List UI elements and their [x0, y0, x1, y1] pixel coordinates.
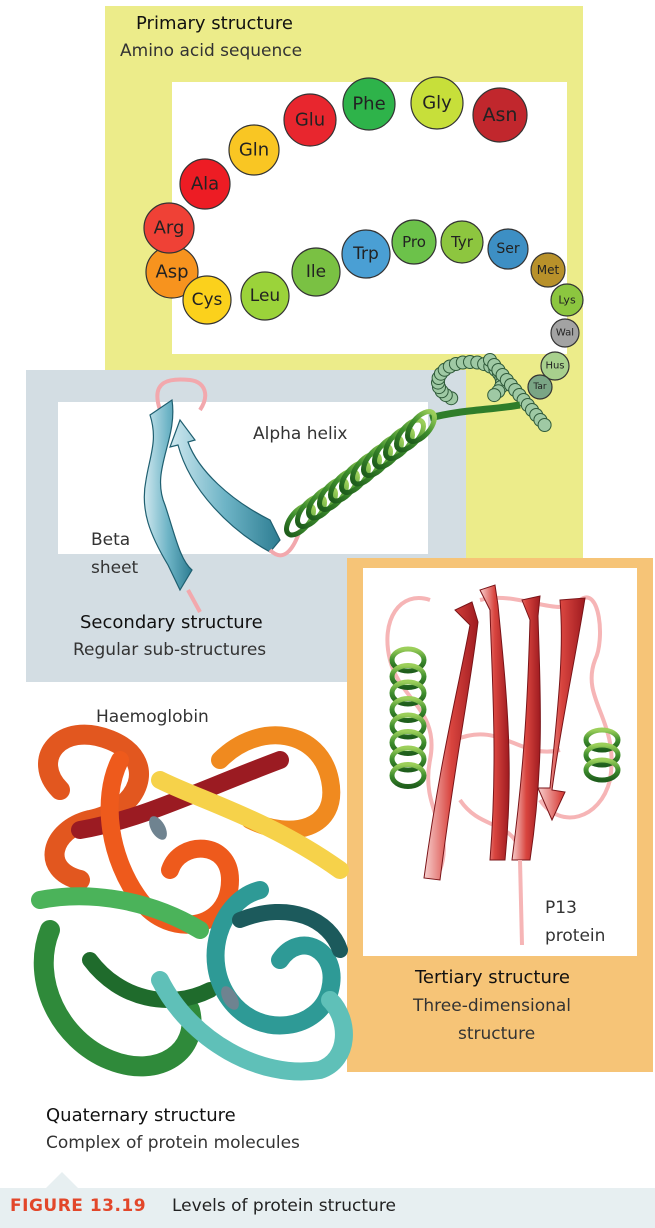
- tertiary-structure-subtitle-line2: structure: [458, 1024, 536, 1044]
- figure-number: FIGURE 13.19: [10, 1196, 147, 1216]
- residue-label-gln: Gln: [239, 140, 269, 161]
- quaternary-structure-subtitle: Complex of protein molecules: [46, 1133, 300, 1153]
- residue-trp: [341, 229, 391, 279]
- caption-notch: [46, 1172, 78, 1188]
- helix-turn: [389, 646, 427, 674]
- residue-label-wal: Wal: [556, 328, 574, 339]
- residue-label-pro: Pro: [402, 233, 426, 251]
- p13-helix-right: [583, 727, 621, 783]
- residue-label-cys: Cys: [192, 290, 223, 310]
- residue-wal: [550, 318, 580, 348]
- residue-label-tyr: Tyr: [450, 233, 474, 251]
- residue-tar: [527, 374, 553, 400]
- residue-label-hus: Hus: [545, 361, 564, 372]
- bead: [537, 418, 552, 432]
- residue-met: [530, 252, 566, 288]
- residue-label-glu: Glu: [295, 110, 325, 131]
- haemoglobin-ribbons: [31, 724, 353, 1081]
- residue-ile: [291, 247, 341, 297]
- residue-label-tar: Tar: [532, 382, 547, 392]
- quaternary-structure-title: Quaternary structure: [46, 1105, 236, 1126]
- helix-turn: [389, 712, 427, 740]
- residue-phe: [342, 77, 396, 131]
- haemoglobin-label: Haemoglobin: [96, 707, 209, 727]
- helix-turn: [583, 727, 621, 753]
- residue-pro: [391, 219, 437, 265]
- residue-glu: [283, 93, 337, 147]
- p13-label-line1: P13: [545, 898, 577, 918]
- residue-label-asn: Asn: [483, 104, 518, 126]
- residue-label-ile: Ile: [306, 262, 326, 282]
- alpha-helix-label: Alpha helix: [253, 424, 348, 444]
- residue-lys: [550, 283, 584, 317]
- residue-gly: [410, 76, 464, 130]
- helix-turn: [389, 729, 427, 756]
- residue-label-lys: Lys: [558, 294, 576, 307]
- helix-turn: [583, 757, 621, 783]
- helix-turn: [389, 762, 427, 789]
- p13-label-line2: protein: [545, 926, 606, 946]
- residue-gln: [228, 124, 280, 176]
- primary-structure-subtitle: Amino acid sequence: [120, 41, 303, 61]
- residue-label-met: Met: [537, 263, 560, 277]
- bead-chain: [431, 353, 552, 432]
- residue-asn: [472, 87, 528, 143]
- beta-sheet-label-line1: Beta: [91, 530, 131, 550]
- residue-hus: [540, 351, 570, 381]
- p13-helix-left: [389, 646, 427, 789]
- secondary-structure-title: Secondary structure: [80, 612, 263, 633]
- tertiary-structure-title: Tertiary structure: [415, 967, 570, 988]
- residue-label-trp: Trp: [352, 244, 379, 264]
- residue-tyr: [440, 220, 484, 264]
- helix-turn: [583, 742, 621, 768]
- bead: [487, 388, 502, 403]
- helix-turn: [389, 696, 427, 723]
- primary-structure-title: Primary structure: [136, 13, 293, 34]
- residue-label-ser: Ser: [496, 241, 520, 257]
- residue-label-leu: Leu: [250, 286, 280, 306]
- beta-sheet-label-line2: sheet: [91, 558, 139, 578]
- residue-cys: [182, 275, 232, 325]
- beta-sheet: [143, 377, 281, 613]
- residue-label-asp: Asp: [155, 262, 188, 283]
- residue-ser: [487, 228, 529, 270]
- residue-arg: [143, 202, 195, 254]
- secondary-structure-subtitle: Regular sub-structures: [73, 640, 267, 660]
- figure-caption-text: Levels of protein structure: [172, 1196, 396, 1216]
- p13-protein-ribbon: [385, 584, 621, 946]
- residue-leu: [240, 271, 290, 321]
- residue-label-phe: Phe: [352, 94, 385, 115]
- residue-ala: [179, 158, 231, 210]
- residue-label-arg: Arg: [154, 218, 185, 239]
- helix-turn: [389, 679, 427, 707]
- helix-turn: [389, 745, 427, 773]
- helix-turn: [389, 663, 427, 690]
- helix-turn: [405, 409, 437, 444]
- residue-label-ala: Ala: [191, 174, 219, 195]
- residue-label-gly: Gly: [422, 93, 452, 114]
- alpha-helix: [268, 401, 521, 558]
- tertiary-structure-subtitle-line1: Three-dimensional: [413, 996, 572, 1016]
- figure-caption-bar: [0, 1188, 655, 1228]
